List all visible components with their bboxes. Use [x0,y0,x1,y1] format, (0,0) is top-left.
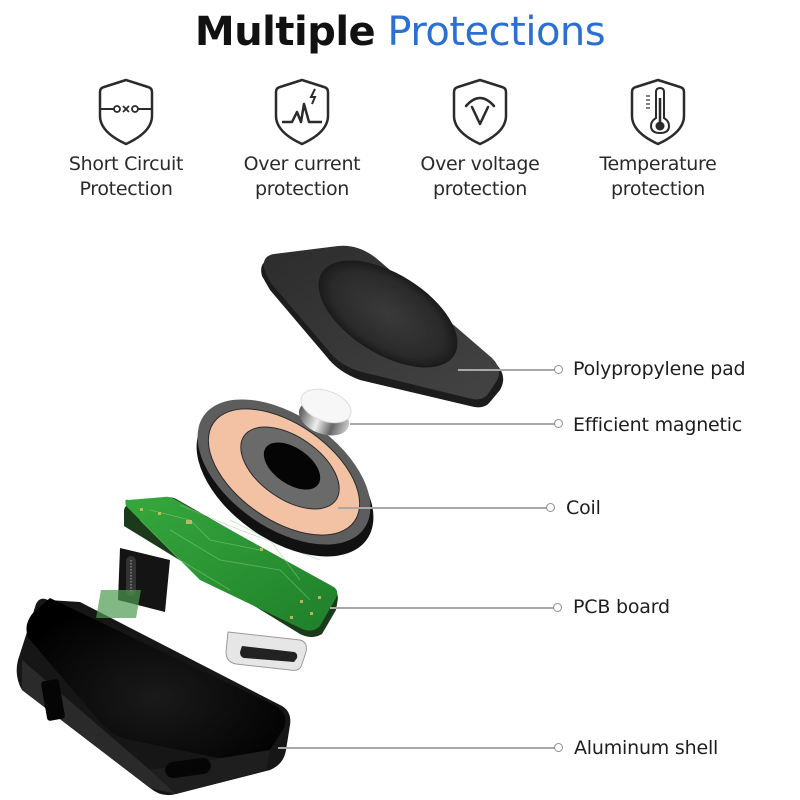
component-label: Polypropylene pad [573,358,746,380]
over-voltage-shield-icon [452,78,508,146]
temperature-shield-icon [630,78,686,146]
feature-label: Over current protection [243,153,361,200]
short-circuit-shield-icon [98,78,154,146]
callout-dot-icon [553,603,562,612]
feature-label: Short Circuit Protection [68,153,184,200]
feature-over-current: Over current protection [212,76,392,202]
component-label: Coil [566,497,601,519]
feature-label: Over voltage protection [420,153,540,200]
feature-over-voltage: Over voltage protection [390,76,570,202]
feature-short-circuit: Short Circuit Protection [36,76,216,202]
page-title: Multiple Protections [0,6,800,58]
over-current-shield-icon [274,78,330,146]
protection-features: Short Circuit Protection Over current pr… [0,76,800,216]
component-label: Aluminum shell [574,737,719,759]
feature-temperature: Temperature protection [568,76,748,202]
title-bold: Multiple [194,9,376,55]
title-accent: Protections [387,9,606,55]
component-label: PCB board [573,596,670,618]
magnet-graphic [298,388,352,436]
callout-dot-icon [554,365,563,374]
usb-c-right-graphic [225,631,307,671]
callout-dot-icon [554,419,563,428]
pcb-board-graphic [96,496,338,637]
callout-dot-icon [554,743,563,752]
aluminum-shell-graphic [16,598,291,796]
polypropylene-pad-graphic [261,245,504,408]
coil-graphic [196,399,374,557]
callout-dot-icon [546,503,555,512]
feature-label: Temperature protection [599,153,717,200]
component-label: Efficient magnetic [573,414,743,436]
